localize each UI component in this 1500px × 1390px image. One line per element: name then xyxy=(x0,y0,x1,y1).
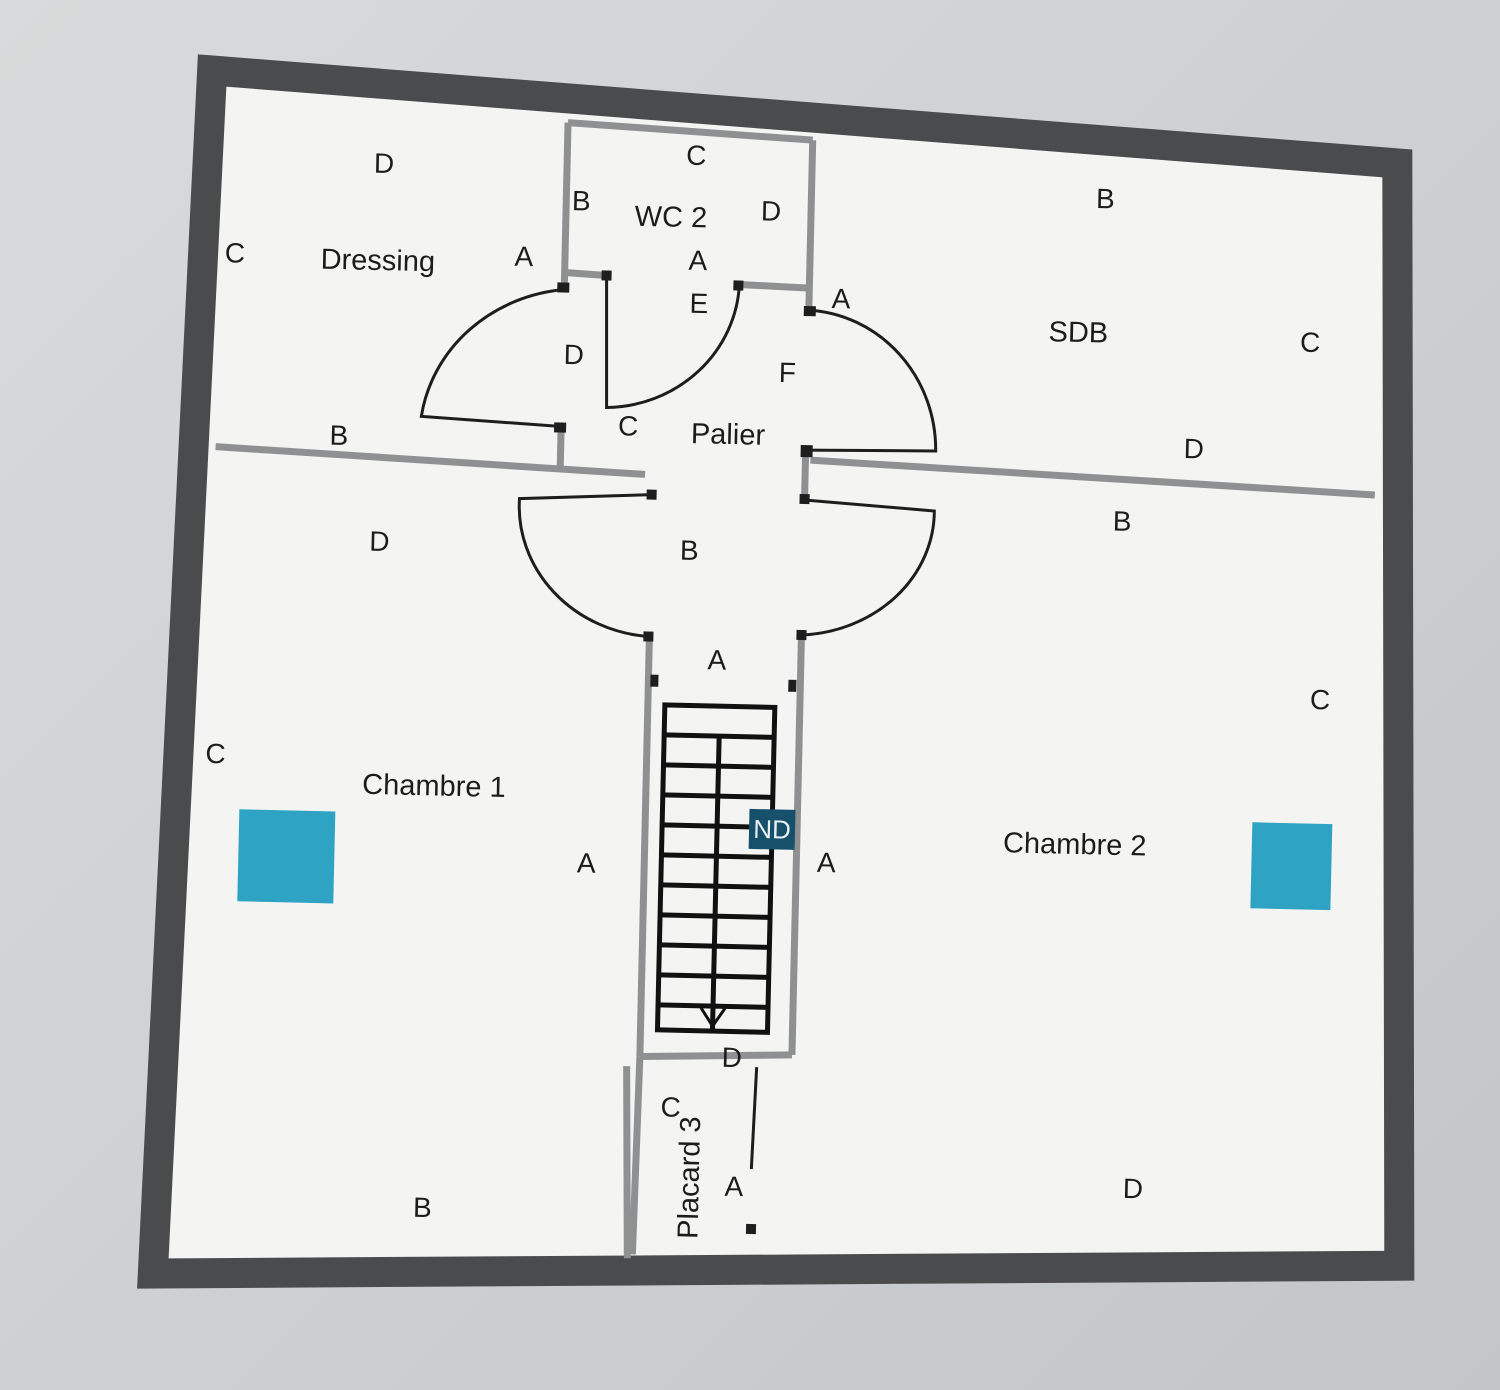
label-palier-a: A xyxy=(831,283,851,314)
label-sdb-c: C xyxy=(1300,327,1321,358)
label-dressing-c: C xyxy=(225,237,246,268)
doors xyxy=(419,270,938,1235)
room-wc2: WC 2 xyxy=(634,201,707,235)
label-ch1-b: B xyxy=(413,1192,432,1223)
wall-labels: D C A B C B D A E D F C A B C D B A D C … xyxy=(205,140,1331,1223)
label-palier-e: E xyxy=(689,288,708,319)
label-ch2-a: A xyxy=(817,847,837,878)
label-ch2-d: D xyxy=(1123,1173,1144,1204)
room-palier: Palier xyxy=(691,418,766,452)
nd-badge: ND xyxy=(748,808,796,850)
label-corridor-a: A xyxy=(707,644,727,675)
label-palier-f: F xyxy=(779,357,797,388)
label-dressing-b: B xyxy=(329,420,348,451)
label-wc-a: A xyxy=(688,245,708,276)
label-sdb-b: B xyxy=(1096,183,1115,214)
label-wc-d: D xyxy=(761,195,782,226)
label-ch1-c: C xyxy=(205,738,226,769)
room-dressing: Dressing xyxy=(320,244,435,279)
room-chambre2: Chambre 2 xyxy=(1003,827,1147,862)
nd-badge-text: ND xyxy=(753,814,791,845)
label-wc-b: B xyxy=(572,185,591,216)
label-ch1-d: D xyxy=(369,526,390,557)
room-sdb: SDB xyxy=(1048,316,1108,349)
window-chambre1 xyxy=(237,809,336,904)
label-dressing-a: A xyxy=(514,241,534,272)
label-dressing-d: D xyxy=(374,148,395,179)
label-sdb-d: D xyxy=(1183,433,1204,464)
floor xyxy=(156,74,1398,1268)
label-palier-d: D xyxy=(563,339,584,370)
label-placard-c: C xyxy=(660,1091,681,1122)
label-ch2-b: B xyxy=(1112,505,1131,536)
label-corridor-b: B xyxy=(680,535,699,566)
label-placard-d: D xyxy=(721,1042,742,1073)
label-wc-c: C xyxy=(686,140,707,171)
room-placard3: Placard 3 xyxy=(672,1116,707,1239)
window-chambre2 xyxy=(1250,822,1333,911)
interior-walls xyxy=(215,119,1376,1259)
outer-wall xyxy=(137,54,1415,1289)
label-ch1-a: A xyxy=(577,847,597,878)
room-chambre1: Chambre 1 xyxy=(362,769,506,804)
label-palier-c: C xyxy=(618,410,639,441)
label-placard-a: A xyxy=(724,1171,744,1202)
label-ch2-c: C xyxy=(1310,684,1331,715)
